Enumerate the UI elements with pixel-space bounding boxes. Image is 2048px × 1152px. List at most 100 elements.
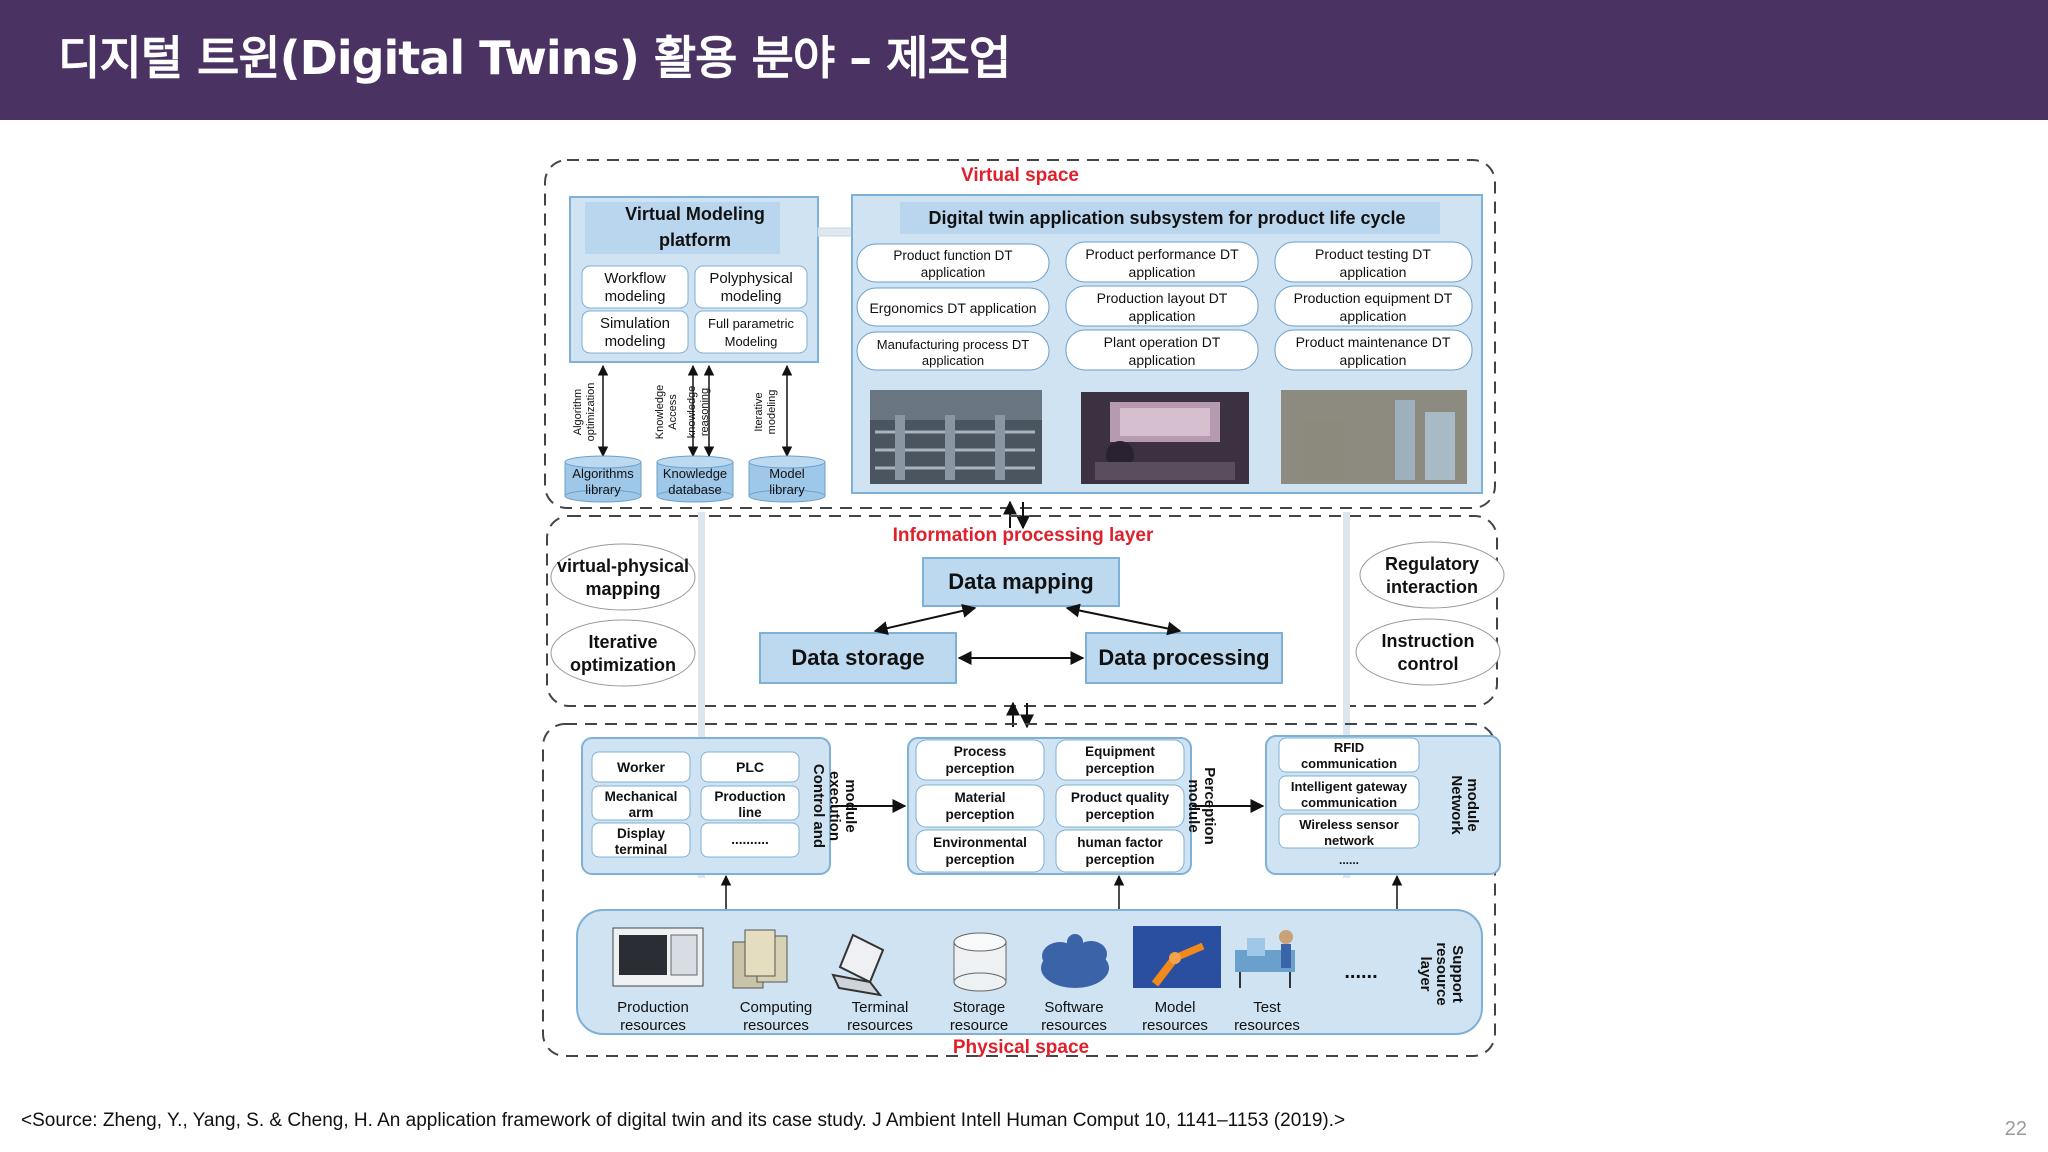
resource-label-software: Software resources	[1041, 999, 1107, 1034]
svg-text:Material: Material	[954, 790, 1005, 805]
resource-label-computing: Computing resources	[740, 999, 813, 1034]
svg-text:PLC: PLC	[736, 759, 764, 775]
svg-text:Computing: Computing	[740, 999, 813, 1016]
svg-text:application: application	[921, 265, 986, 280]
svg-text:network: network	[1324, 833, 1375, 848]
network-module-label: Network module	[1448, 775, 1481, 835]
svg-text:Knowledge: Knowledge	[663, 466, 727, 481]
virtual-physical-mapping-ellipse: virtual-physical mapping	[550, 543, 696, 611]
resource-label-terminal: Terminal resources	[847, 999, 913, 1034]
svg-text:communication: communication	[1301, 756, 1397, 771]
svg-text:Modeling: Modeling	[725, 334, 778, 349]
svg-text:modeling: modeling	[605, 288, 666, 305]
svg-text:Display: Display	[617, 826, 666, 841]
svg-text:line: line	[738, 805, 762, 820]
control-item-more: ..........	[700, 822, 800, 858]
svg-text:Data mapping: Data mapping	[948, 569, 1093, 594]
iterative-optimization-ellipse: Iterative optimization	[550, 619, 696, 687]
platform-item-polyphysical: Polyphysical modeling	[694, 265, 808, 309]
svg-text:library: library	[585, 482, 621, 497]
svg-text:Access: Access	[667, 394, 679, 430]
support-layer-label: Support resource layer	[1417, 942, 1466, 1005]
physical-space-title: Physical space	[953, 1037, 1089, 1058]
svg-text:resources: resources	[1041, 1017, 1107, 1034]
regulatory-interaction-ellipse: Regulatory interaction	[1359, 541, 1505, 609]
page-title: 디지털 트윈(Digital Twins) 활용 분야 – 제조업	[58, 31, 1011, 85]
svg-text:communication: communication	[1301, 795, 1397, 810]
svg-text:application: application	[1340, 308, 1407, 324]
left-vertical-connector	[698, 512, 705, 878]
perception-item-equipment: Equipment perception	[1055, 739, 1185, 781]
svg-text:layer: layer	[1417, 956, 1434, 991]
svg-text:application: application	[1129, 352, 1196, 368]
platform-item-workflow: Workflow modeling	[581, 265, 689, 309]
page-number: 22	[2004, 1118, 2027, 1140]
svg-text:Simulation: Simulation	[600, 315, 670, 332]
svg-text:Intelligent gateway: Intelligent gateway	[1291, 779, 1408, 794]
svg-text:virtual-physical: virtual-physical	[557, 556, 689, 576]
source-citation: <Source: Zheng, Y., Yang, S. & Cheng, H.…	[21, 1110, 1346, 1131]
control-item-plc: PLC	[700, 751, 800, 783]
svg-text:Regulatory: Regulatory	[1385, 554, 1479, 574]
svg-text:Algorithms: Algorithms	[572, 466, 634, 481]
laptop-icon	[831, 933, 885, 997]
svg-text:Data processing: Data processing	[1098, 645, 1269, 670]
svg-text:Product function DT: Product function DT	[893, 248, 1012, 263]
svg-text:interaction: interaction	[1386, 577, 1478, 597]
svg-text:Mechanical: Mechanical	[605, 789, 678, 804]
perception-item-human-factor: human factor perception	[1055, 829, 1185, 873]
svg-text:..........: ..........	[731, 832, 769, 847]
iterative-modeling-label: Iterative modeling	[753, 390, 778, 435]
svg-text:perception: perception	[945, 761, 1014, 776]
platform-title-line2: platform	[659, 230, 731, 250]
svg-text:optimization: optimization	[585, 383, 597, 442]
mapping-storage-arrow	[873, 604, 977, 635]
server-icon	[732, 929, 788, 989]
svg-text:Storage: Storage	[953, 999, 1006, 1016]
svg-text:optimization: optimization	[570, 655, 676, 675]
svg-text:Knowledge: Knowledge	[654, 385, 666, 439]
perception-item-environmental: Environmental perception	[915, 829, 1045, 873]
svg-text:Control and: Control and	[810, 764, 827, 848]
svg-text:application: application	[922, 353, 984, 368]
model-library: Model library	[748, 455, 826, 503]
app-product-maintenance: Product maintenance DT application	[1274, 329, 1473, 371]
svg-text:library: library	[769, 482, 805, 497]
mapping-processing-arrow	[1065, 603, 1182, 636]
svg-text:Plant operation DT: Plant operation DT	[1104, 334, 1221, 350]
control-item-mechanical-arm: Mechanical arm	[591, 785, 691, 821]
robot-arm-icon	[1133, 926, 1221, 988]
knowledge-reasoning-label: Knowledge Access knowledge reasoning	[654, 385, 711, 439]
svg-text:resources: resources	[620, 1017, 686, 1034]
platform-title-band	[585, 202, 780, 254]
network-item-wireless-sensor: Wireless sensor network	[1278, 813, 1420, 849]
svg-text:application: application	[1340, 352, 1407, 368]
data-processing-box: Data processing	[1085, 632, 1283, 684]
svg-text:reasoning: reasoning	[699, 388, 711, 436]
svg-text:human factor: human factor	[1077, 835, 1163, 850]
svg-text:resources: resources	[847, 1017, 913, 1034]
svg-text:Test: Test	[1253, 999, 1281, 1016]
svg-text:application: application	[1129, 264, 1196, 280]
svg-text:RFID: RFID	[1334, 740, 1364, 755]
network-item-more: ......	[1339, 853, 1359, 867]
svg-text:resource: resource	[1433, 942, 1450, 1005]
virtual-space-region	[544, 159, 1496, 509]
app-product-testing: Product testing DT application	[1274, 241, 1473, 283]
svg-text:resources: resources	[1142, 1017, 1208, 1034]
app-production-layout: Production layout DT application	[1065, 285, 1259, 327]
svg-text:Product maintenance DT: Product maintenance DT	[1296, 334, 1451, 350]
factory-floor-photo	[870, 390, 1042, 484]
operator-console-photo	[1081, 392, 1249, 484]
svg-text:Software: Software	[1044, 999, 1103, 1016]
algorithm-optimization-label: Algorithm optimization	[572, 383, 597, 442]
svg-text:mapping: mapping	[586, 579, 661, 599]
perception-item-product-quality: Product quality perception	[1055, 784, 1185, 828]
app-product-function: Product function DT application	[856, 243, 1050, 283]
title-bar: 디지털 트윈(Digital Twins) 활용 분야 – 제조업	[0, 0, 2048, 120]
cloud-icon	[1041, 934, 1109, 988]
svg-text:Ergonomics DT application: Ergonomics DT application	[869, 300, 1036, 316]
svg-text:perception: perception	[945, 852, 1014, 867]
svg-text:resources: resources	[1234, 1017, 1300, 1034]
svg-text:database: database	[668, 482, 722, 497]
